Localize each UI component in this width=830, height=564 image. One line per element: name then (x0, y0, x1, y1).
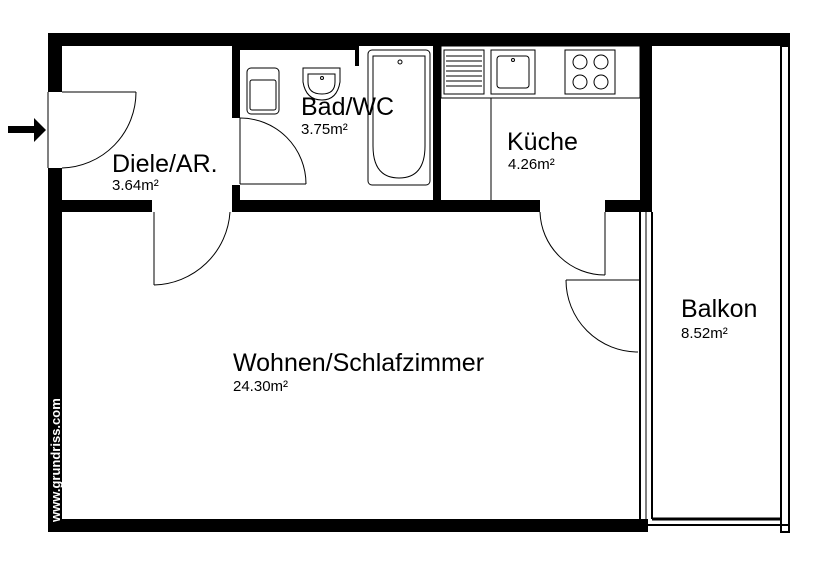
room-bad: Bad/WC 3.75m² (301, 93, 394, 138)
balcony-outline (639, 45, 790, 533)
bathtub-icon (367, 49, 431, 186)
room-diele: Diele/AR. 3.64m² (112, 150, 218, 194)
room-kueche: Küche 4.26m² (507, 128, 578, 173)
room-balkon: Balkon 8.52m² (681, 295, 757, 342)
entrance-arrow-icon (8, 118, 46, 142)
washbasin-icon (302, 67, 341, 101)
drainboard-icon (443, 49, 485, 95)
room-name: Balkon (681, 295, 757, 323)
room-area: 4.26m² (508, 156, 555, 173)
stove-icon (564, 49, 616, 95)
room-area: 8.52m² (681, 325, 728, 342)
watermark: www.grundriss.com (48, 398, 63, 523)
balcony-door[interactable] (565, 279, 640, 353)
room-wohnen: Wohnen/Schlafzimmer 24.30m² (233, 349, 484, 395)
kitchen-counter (440, 45, 641, 200)
diele-door[interactable] (153, 211, 231, 286)
bad-door[interactable] (239, 117, 307, 185)
room-name: Küche (507, 128, 578, 156)
entrance-door[interactable] (47, 91, 137, 169)
room-area: 3.75m² (301, 121, 348, 138)
fixtures (246, 45, 641, 200)
doors (47, 91, 640, 353)
room-area: 24.30m² (233, 378, 288, 395)
room-name: Wohnen/Schlafzimmer (233, 349, 484, 377)
toilet-icon (246, 67, 280, 115)
room-area: 3.64m² (112, 177, 159, 194)
walls (48, 33, 790, 532)
room-name: Bad/WC (301, 93, 394, 121)
sink-icon (490, 49, 536, 95)
room-name: Diele/AR. (112, 150, 218, 178)
kitchen-door[interactable] (539, 211, 606, 276)
